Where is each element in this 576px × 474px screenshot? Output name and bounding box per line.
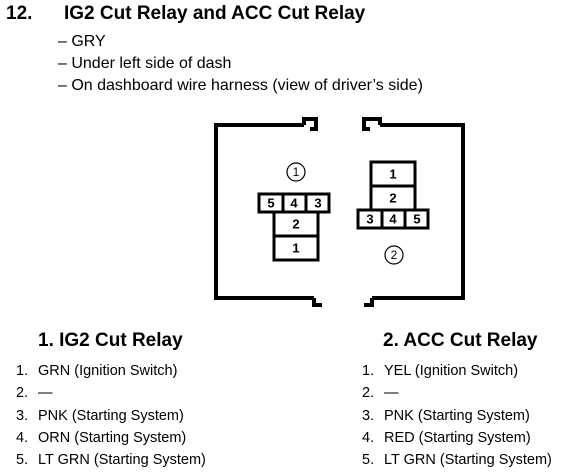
relay-1-pin-1: 1	[292, 241, 299, 256]
pin-entry: 5.LT GRN (Starting System)	[16, 452, 206, 469]
relay-2-pin-2: 2	[389, 191, 396, 206]
acc-cut-relay-title: 2. ACC Cut Relay	[383, 330, 538, 351]
ig2-cut-relay-pin-list: 1.GRN (Ignition Switch) 2.— 3.PNK (Start…	[16, 360, 206, 471]
connector-info: – GRY – Under left side of dash – On das…	[58, 31, 423, 97]
pin-entry: 2.—	[16, 385, 53, 402]
relay-2-pin-5: 5	[413, 212, 420, 227]
acc-cut-relay-pinout: 2. ACC Cut Relay 1.YEL (Ignition Switch)…	[362, 330, 552, 471]
pin-entry: 3.PNK (Starting System)	[362, 407, 530, 424]
pin-entry: 4.RED (Starting System)	[362, 429, 531, 446]
relay-2-socket	[356, 160, 430, 230]
relay-2-pin-1: 1	[389, 167, 396, 182]
relay-2-pin-3: 3	[366, 212, 373, 227]
pin-entry: 4.ORN (Starting System)	[16, 429, 187, 446]
connector-location: – Under left side of dash	[58, 55, 232, 72]
relay-2-marker-circle	[384, 245, 404, 265]
section-heading: 12. IG2 Cut Relay and ACC Cut Relay	[6, 3, 365, 25]
relay-1-socket	[257, 192, 331, 262]
connector-harness: – On dashboard wire harness (view of dri…	[58, 77, 423, 94]
relay-1-pin-3: 3	[314, 196, 321, 211]
pin-entry: 2.—	[362, 385, 399, 402]
relay-1-pin-2: 2	[292, 217, 299, 232]
connector-housing	[214, 117, 465, 307]
ig2-cut-relay-pinout: 1. IG2 Cut Relay 1.GRN (Ignition Switch)…	[16, 330, 206, 471]
relay-2-pin-4: 4	[389, 212, 397, 227]
pin-entry: 3.PNK (Starting System)	[16, 407, 184, 424]
pin-entry: 1.GRN (Ignition Switch)	[16, 363, 178, 379]
connector-color: – GRY	[58, 33, 106, 50]
section-number: 12.	[6, 3, 33, 24]
relay-1-marker-circle	[286, 162, 306, 182]
relay-1-pin-5: 5	[267, 196, 274, 211]
relay-2-marker: 2	[391, 248, 398, 262]
ig2-cut-relay-title: 1. IG2 Cut Relay	[38, 330, 183, 351]
section-title: IG2 Cut Relay and ACC Cut Relay	[64, 3, 366, 24]
pin-entry: 1.YEL (Ignition Switch)	[362, 363, 519, 379]
acc-cut-relay-pin-list: 1.YEL (Ignition Switch) 2.— 3.PNK (Start…	[362, 360, 552, 471]
pin-entry: 5.LT GRN (Starting System)	[362, 452, 552, 469]
relay-1-pin-4: 4	[290, 196, 298, 211]
relay-1-marker: 1	[293, 165, 300, 179]
